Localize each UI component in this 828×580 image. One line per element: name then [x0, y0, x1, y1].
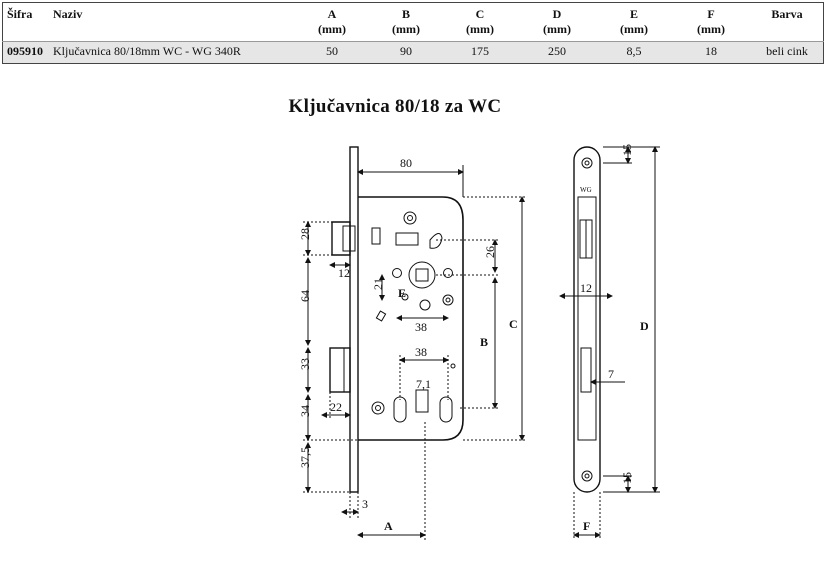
dim-38-bottom: 38 [415, 345, 427, 359]
header-d-label: D [552, 7, 562, 21]
slot-mechanism [395, 232, 419, 246]
dim-26: 26 [483, 246, 497, 258]
lock-body [358, 196, 464, 441]
front-dimension-labels: 80 28 12 26 21 E 38 64 B C 38 7,1 33 22 … [298, 156, 518, 533]
wc-square [415, 389, 429, 413]
dead-bolt [329, 347, 351, 393]
header-f: F(mm) [671, 3, 751, 42]
header-f-label: F [707, 7, 715, 21]
header-e: E(mm) [597, 3, 671, 42]
cell-f: 18 [671, 41, 751, 64]
cell-barva: beli cink [751, 41, 824, 64]
header-c-unit: (mm) [466, 22, 494, 36]
latch-bolt [331, 221, 351, 256]
header-c: C(mm) [443, 3, 517, 42]
dim-28: 28 [298, 228, 312, 240]
top-screw-hole [403, 211, 417, 225]
dim-80: 80 [400, 156, 412, 170]
header-f-unit: (mm) [697, 22, 725, 36]
header-barva: Barva [771, 7, 803, 21]
side-label-d: D [640, 319, 649, 333]
header-d-unit: (mm) [543, 22, 571, 36]
faceplate [349, 146, 359, 493]
header-d: D(mm) [517, 3, 597, 42]
header-e-unit: (mm) [620, 22, 648, 36]
table-row: 095910 Ključavnica 80/18mm WC - WG 340R … [2, 41, 824, 64]
dim-34: 34 [298, 405, 312, 417]
side-dim-7: 7 [608, 367, 614, 381]
label-b: B [480, 335, 488, 349]
lower-screw [419, 299, 431, 311]
cell-c: 175 [443, 41, 517, 64]
header-b: B(mm) [369, 3, 443, 42]
header-b-unit: (mm) [392, 22, 420, 36]
header-e-label: E [629, 7, 638, 21]
cell-e: 8,5 [597, 41, 671, 64]
drawing-title: Ključavnica 80/18 za WC [288, 96, 502, 117]
front-view [303, 146, 527, 540]
bottom-screw [371, 401, 385, 415]
side-label-f: F [583, 519, 590, 533]
side-dim-15-top: 15 [620, 144, 634, 156]
dim-12: 12 [338, 266, 350, 280]
cell-b: 90 [369, 41, 443, 64]
header-a-label: A [327, 7, 337, 21]
spindle-hole [408, 261, 436, 289]
header-naziv: Naziv [53, 7, 83, 21]
wc-slot-right [439, 396, 453, 423]
header-a: A(mm) [295, 3, 369, 42]
spec-table: Šifra Naziv A(mm) B(mm) C(mm) D(mm) E(mm… [2, 2, 824, 64]
header-sifra: Šifra [7, 7, 33, 21]
brand-logo: WG [580, 186, 592, 194]
cell-name: Ključavnica 80/18mm WC - WG 340R [49, 41, 295, 64]
dim-22: 22 [330, 400, 342, 414]
dim-33: 33 [298, 358, 312, 370]
wc-slot-left [393, 396, 407, 423]
side-view [559, 146, 660, 540]
label-a: A [384, 519, 393, 533]
dim-21: 21 [371, 278, 385, 290]
dim-64: 64 [298, 290, 312, 302]
table-header-row: Šifra Naziv A(mm) B(mm) C(mm) D(mm) E(mm… [3, 3, 824, 42]
label-e: E [398, 286, 406, 300]
side-dimension-labels: 15 12 D 7 15 F WG [580, 144, 649, 533]
cell-a: 50 [295, 41, 369, 64]
dim-38-top: 38 [415, 320, 427, 334]
label-c: C [509, 317, 518, 331]
dim-7-1: 7,1 [416, 377, 431, 391]
header-c-label: C [475, 7, 485, 21]
cell-code: 095910 [2, 41, 49, 64]
latch-inner [342, 225, 356, 252]
dim-3: 3 [362, 497, 368, 511]
cell-d: 250 [517, 41, 597, 64]
side-deadbolt-slot [580, 347, 592, 393]
header-b-label: B [401, 7, 410, 21]
side-faceplate [573, 146, 601, 493]
spindle-square [415, 268, 429, 282]
side-dim-12: 12 [580, 281, 592, 295]
dim-37-5: 37,5 [298, 447, 312, 468]
side-dim-15-bottom: 15 [620, 472, 634, 484]
header-a-unit: (mm) [318, 22, 346, 36]
